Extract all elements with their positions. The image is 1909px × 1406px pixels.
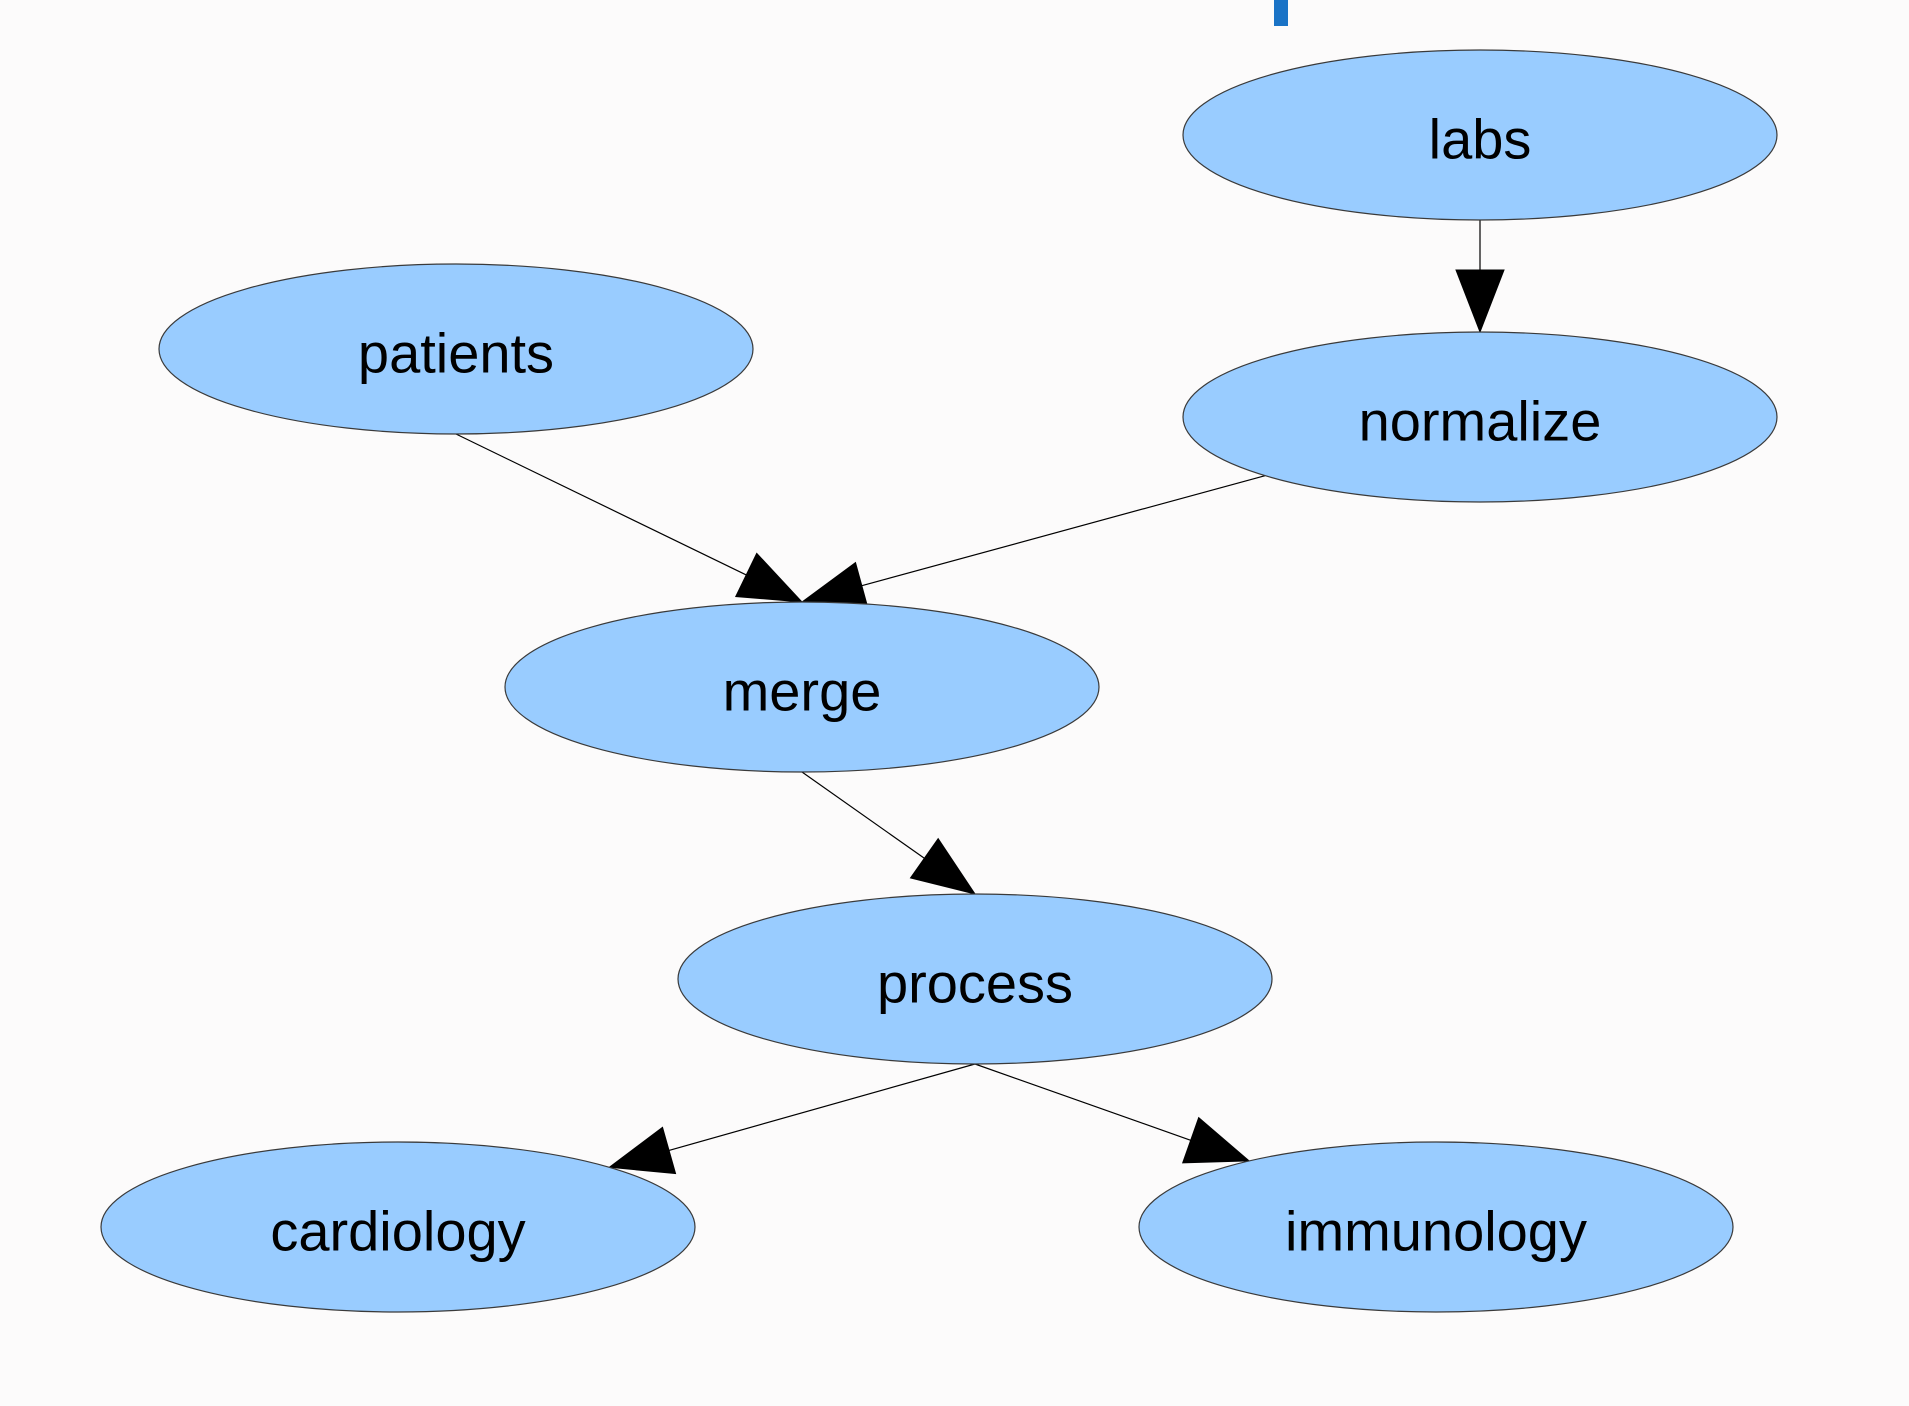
edges-layer [455,220,1505,1175]
arrowhead-icon [1181,1116,1251,1164]
node-normalize[interactable]: normalize [1182,331,1778,503]
top-accent-bar [1274,0,1288,26]
nodes-layer: labs patients normalize merge process ca… [100,49,1778,1313]
edge-labs-to-normalize [1455,220,1505,334]
node-normalize-shape [1182,331,1778,503]
node-merge-label: merge [723,660,882,723]
node-normalize-label: normalize [1359,390,1602,453]
node-patients-label: patients [358,322,554,385]
arrowhead-icon [608,1126,677,1175]
arrowhead-icon [1455,269,1505,334]
arrowhead-icon [909,837,977,895]
node-process-shape [677,893,1273,1065]
edge-normalize-to-merge [800,475,1266,610]
node-merge-shape [504,601,1100,773]
node-immunology[interactable]: immunology [1138,1141,1734,1313]
node-merge[interactable]: merge [504,601,1100,773]
edge-patients-to-merge [455,433,804,603]
node-labs[interactable]: labs [1182,49,1778,221]
edge-line [455,433,747,576]
node-immunology-label: immunology [1285,1200,1587,1263]
node-immunology-shape [1138,1141,1734,1313]
edge-line [668,1063,976,1152]
edge-process-to-cardiology [608,1063,976,1175]
node-labs-shape [1182,49,1778,221]
node-process[interactable]: process [677,893,1273,1065]
node-process-label: process [877,952,1073,1015]
edge-line [861,475,1266,587]
edge-process-to-immunology [974,1063,1251,1164]
node-patients-shape [158,263,754,435]
edge-line [974,1063,1191,1141]
arrowhead-icon [734,552,804,603]
edge-line [801,771,925,859]
node-cardiology-shape [100,1141,696,1313]
node-patients[interactable]: patients [158,263,754,435]
node-cardiology[interactable]: cardiology [100,1141,696,1313]
node-cardiology-label: cardiology [270,1200,525,1263]
edge-merge-to-process [801,771,977,895]
node-labs-label: labs [1429,108,1532,171]
